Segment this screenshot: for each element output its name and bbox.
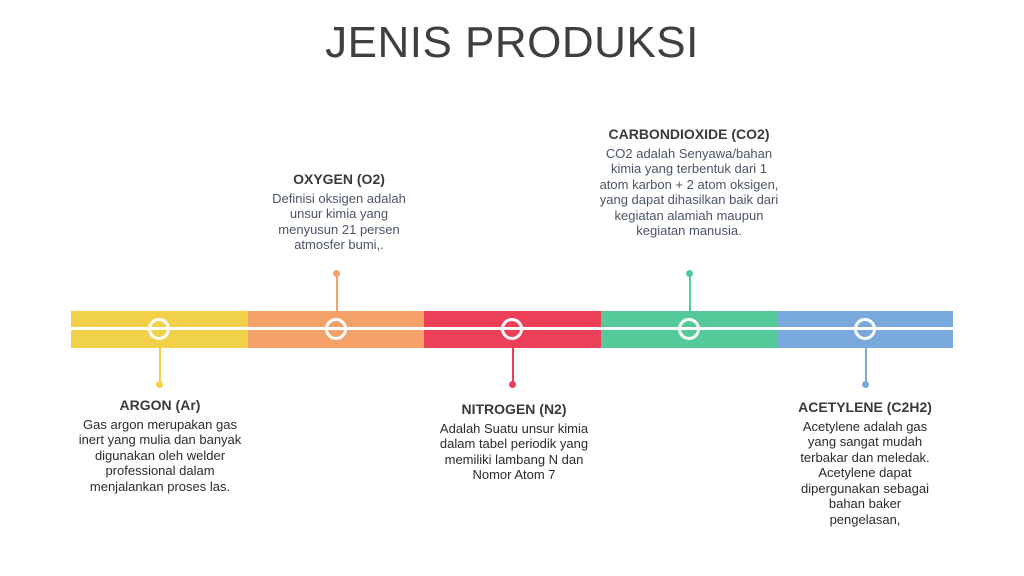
- connector-argon: [159, 348, 161, 384]
- connector-dot-acetylene: [862, 381, 869, 388]
- connector-dot-co2: [686, 270, 693, 277]
- connector-dot-argon: [156, 381, 163, 388]
- item-co2: CARBONDIOXIDE (CO2) CO2 adalah Senyawa/b…: [598, 126, 780, 239]
- item-description: Definisi oksigen adalah unsur kimia yang…: [272, 190, 406, 253]
- item-acetylene: ACETYLENE (C2H2) Acetylene adalah gas ya…: [790, 399, 940, 527]
- item-description: Acetylene adalah gas yang sangat mudah t…: [800, 418, 930, 527]
- item-description: CO2 adalah Senyawa/bahan kimia yang terb…: [599, 145, 779, 239]
- connector-dot-nitrogen: [509, 381, 516, 388]
- connector-dot-oxygen: [333, 270, 340, 277]
- timeline-node-argon: [148, 318, 170, 340]
- timeline-node-oxygen: [325, 318, 347, 340]
- item-oxygen: OXYGEN (O2) Definisi oksigen adalah unsu…: [265, 171, 413, 253]
- item-description: Adalah Suatu unsur kimia dalam tabel per…: [439, 420, 589, 483]
- item-heading: ACETYLENE (C2H2): [798, 399, 932, 415]
- timeline-node-co2: [678, 318, 700, 340]
- item-description: Gas argon merupakan gas inert yang mulia…: [78, 416, 242, 494]
- connector-nitrogen: [512, 348, 514, 384]
- item-heading: NITROGEN (N2): [461, 401, 567, 417]
- item-heading: ARGON (Ar): [119, 397, 201, 413]
- item-heading: OXYGEN (O2): [293, 171, 385, 187]
- timeline-node-nitrogen: [501, 318, 523, 340]
- connector-co2: [689, 274, 691, 311]
- item-argon: ARGON (Ar) Gas argon merupakan gas inert…: [74, 397, 246, 494]
- connector-oxygen: [336, 274, 338, 311]
- connector-acetylene: [865, 348, 867, 384]
- item-nitrogen: NITROGEN (N2) Adalah Suatu unsur kimia d…: [436, 401, 592, 483]
- page-title: JENIS PRODUKSI: [325, 18, 699, 67]
- timeline-node-acetylene: [854, 318, 876, 340]
- item-heading: CARBONDIOXIDE (CO2): [608, 126, 770, 142]
